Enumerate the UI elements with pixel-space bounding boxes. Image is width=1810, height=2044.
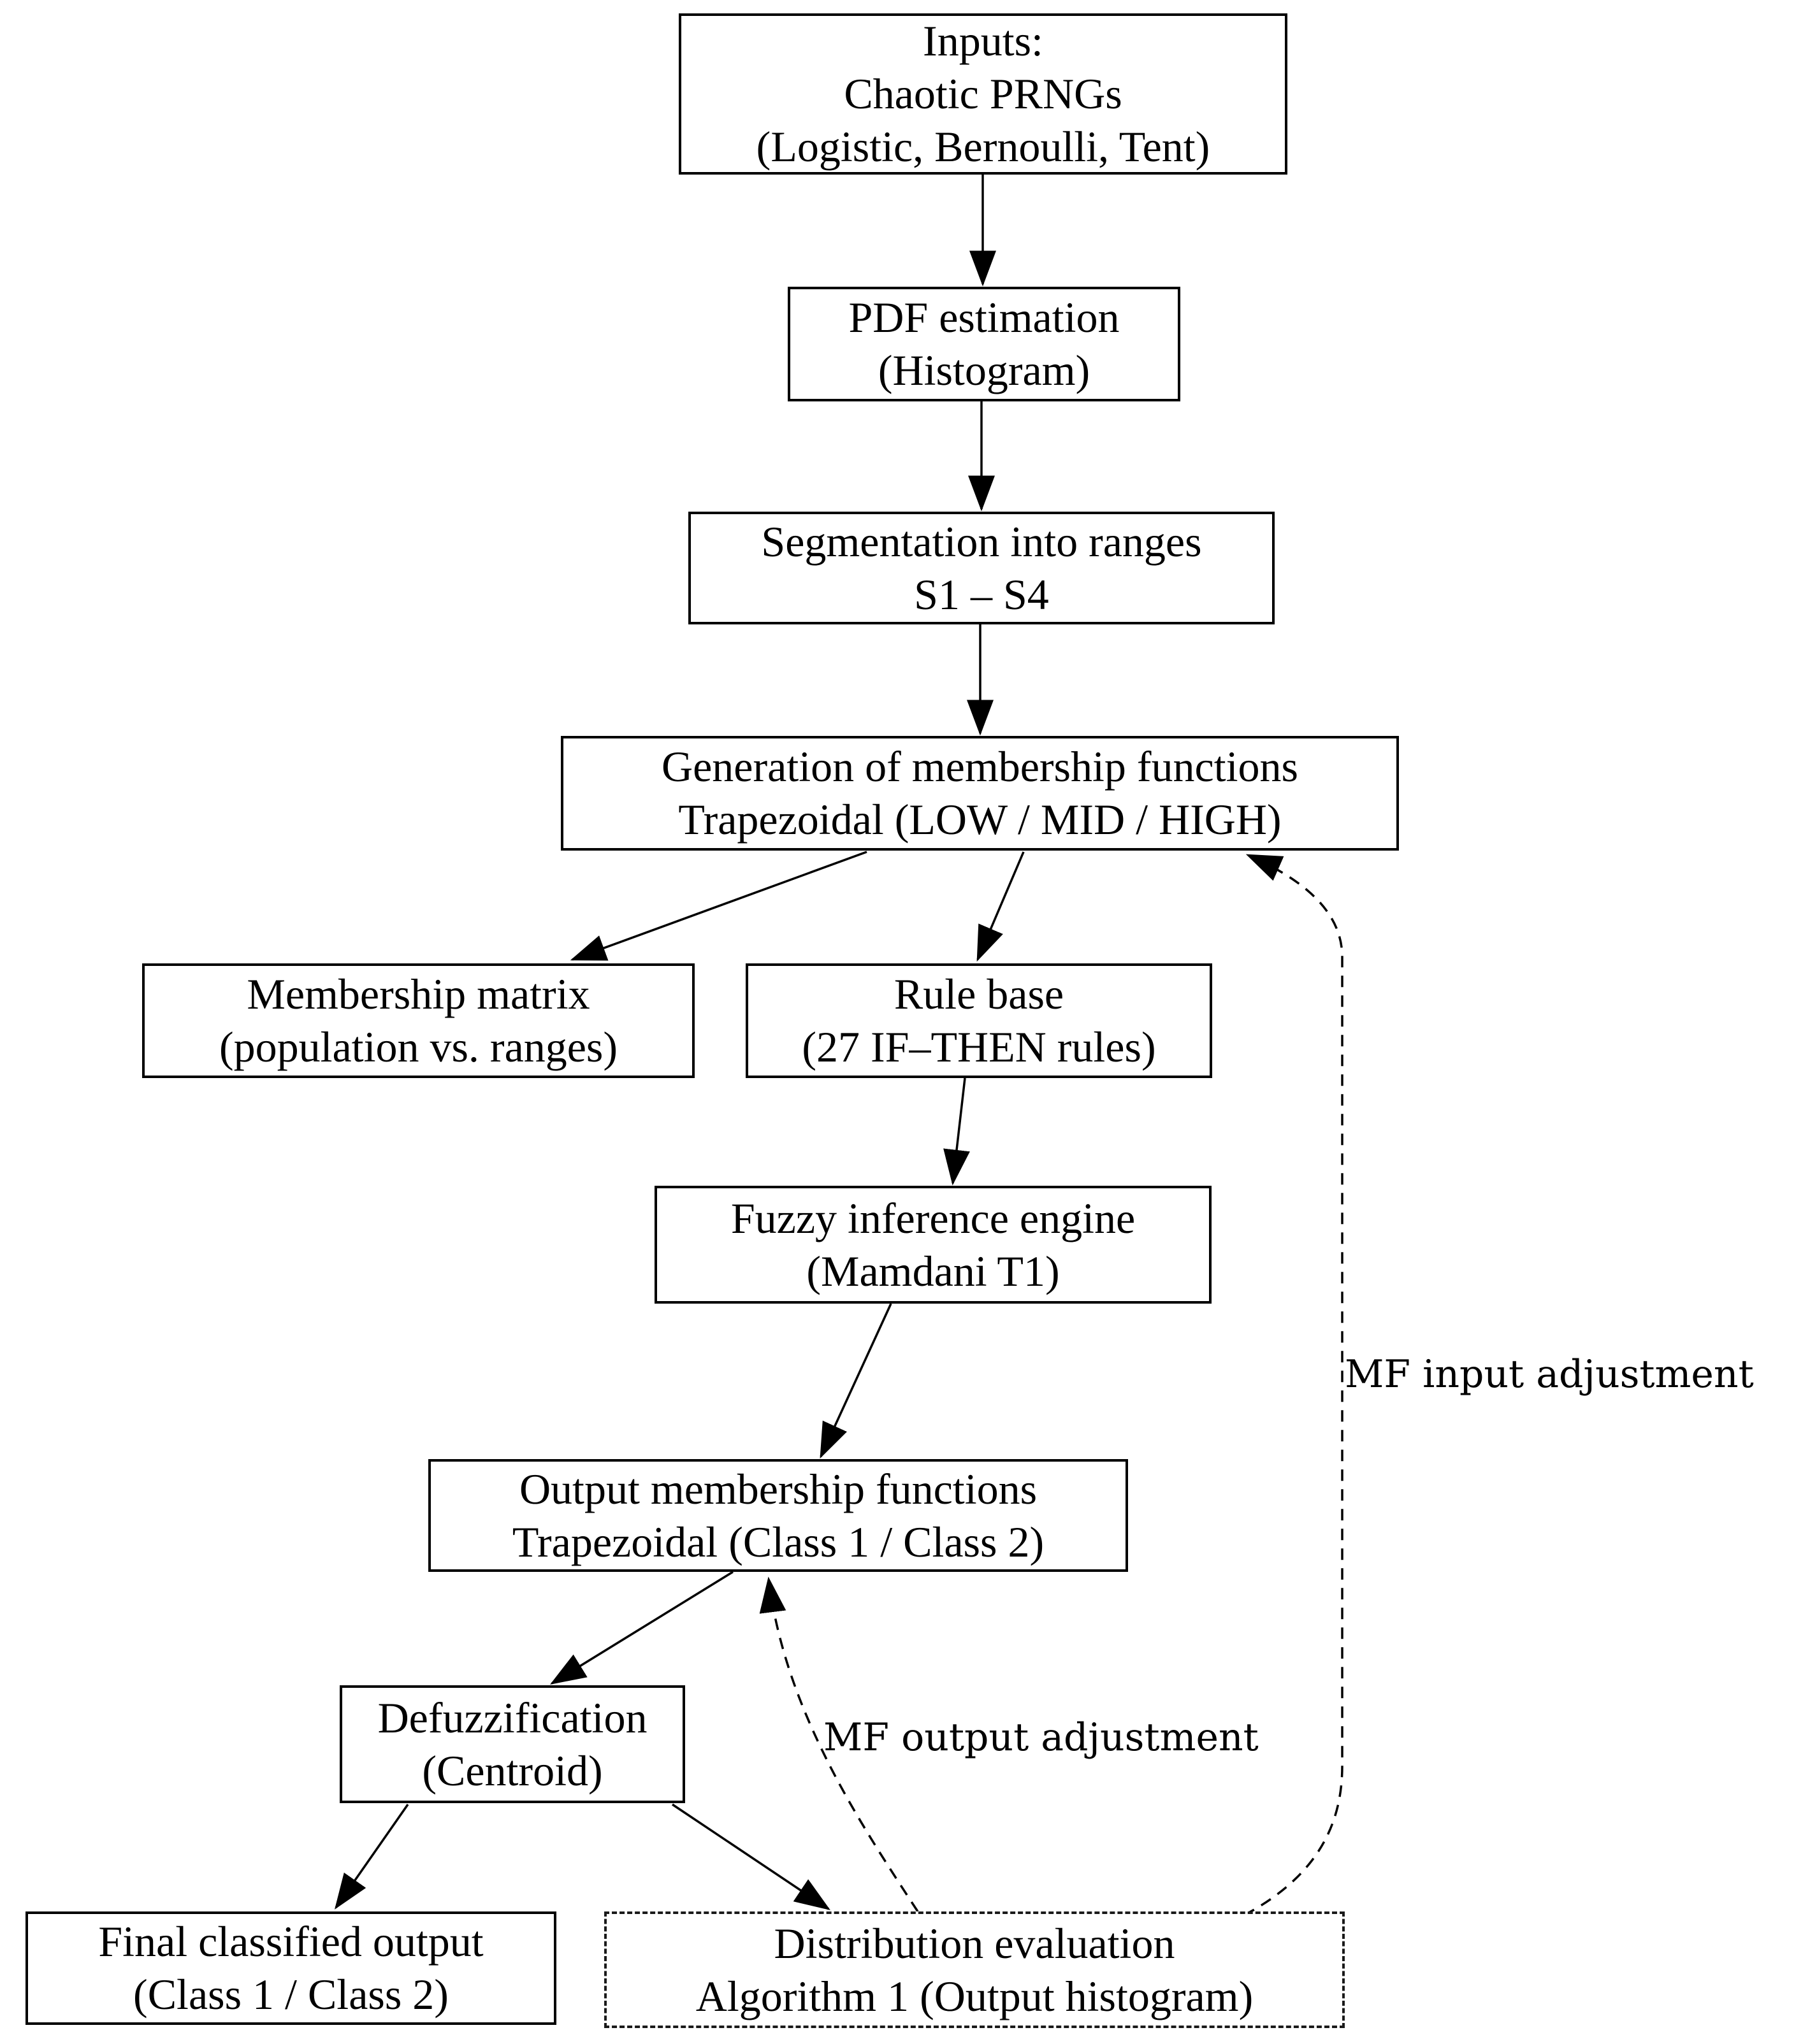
edge-label-mf-input-adjustment: MF input adjustment <box>1345 1352 1754 1397</box>
node-matrix-line1: Membership matrix <box>247 970 590 1019</box>
node-outputmf-line2: Trapezoidal (Class 1 / Class 2) <box>512 1517 1045 1566</box>
node-segmentation-line1: Segmentation into ranges <box>761 517 1202 566</box>
node-inputs-line3: (Logistic, Bernoulli, Tent) <box>756 122 1210 171</box>
node-generation-line1: Generation of membership functions <box>662 742 1298 791</box>
edge-generation-to-matrix <box>570 851 867 961</box>
edge-distribution-to-outputmf-dashed <box>759 1576 919 1912</box>
node-distribution-evaluation: Distribution evaluation Algorithm 1 (Out… <box>604 1911 1345 2028</box>
node-final-line2: (Class 1 / Class 2) <box>133 1970 449 2019</box>
node-pdf-line1: PDF estimation <box>848 293 1120 342</box>
edge-rulebase-to-fuzzy <box>943 1077 970 1186</box>
node-final-output: Final classified output (Class 1 / Class… <box>25 1911 556 2025</box>
node-inputs-line1: Inputs: <box>923 17 1043 66</box>
edge-label-mf-output-adjustment: MF output adjustment <box>823 1715 1259 1760</box>
node-fuzzy-line1: Fuzzy inference engine <box>730 1193 1136 1242</box>
edge-defuzz-to-final <box>334 1803 409 1910</box>
node-inputs-line2: Chaotic PRNGs <box>844 69 1122 119</box>
node-generation-line2: Trapezoidal (LOW / MID / HIGH) <box>678 795 1282 844</box>
node-rule-base: Rule base (27 IF–THEN rules) <box>746 963 1212 1078</box>
node-distribution-line1: Distribution evaluation <box>774 1918 1175 1968</box>
node-defuzzification: Defuzzification (Centroid) <box>340 1685 685 1803</box>
node-pdf-estimation: PDF estimation (Histogram) <box>788 287 1180 401</box>
node-generation-mf: Generation of membership functions Trape… <box>561 736 1399 851</box>
node-final-line1: Final classified output <box>98 1917 484 1966</box>
node-outputmf-line1: Output membership functions <box>519 1464 1038 1513</box>
edge-outputmf-to-defuzz <box>550 1571 734 1685</box>
node-rulebase-line1: Rule base <box>894 970 1064 1019</box>
node-pdf-line2: (Histogram) <box>878 346 1090 394</box>
node-defuzz-line2: (Centroid) <box>422 1746 603 1795</box>
edge-defuzz-to-distribution <box>672 1803 830 1910</box>
node-fuzzy-line2: (Mamdani T1) <box>806 1246 1060 1295</box>
node-defuzz-line1: Defuzzification <box>377 1693 648 1742</box>
node-distribution-line2: Algorithm 1 (Output histogram) <box>695 1971 1254 2020</box>
node-matrix-line2: (population vs. ranges) <box>219 1023 618 1071</box>
edge-generation-to-rulebase <box>976 851 1025 962</box>
edge-fuzzy-to-outputmf <box>820 1303 892 1459</box>
node-segmentation: Segmentation into ranges S1 – S4 <box>688 512 1275 624</box>
node-rulebase-line2: (27 IF–THEN rules) <box>802 1023 1156 1071</box>
edge-distribution-to-generation-dashed <box>1243 854 1343 1917</box>
node-inputs: Inputs: Chaotic PRNGs (Logistic, Bernoul… <box>679 13 1287 175</box>
node-membership-matrix: Membership matrix (population vs. ranges… <box>142 963 695 1078</box>
node-output-mf: Output membership functions Trapezoidal … <box>428 1459 1128 1572</box>
node-fuzzy-engine: Fuzzy inference engine (Mamdani T1) <box>655 1186 1212 1304</box>
node-segmentation-line2: S1 – S4 <box>914 570 1049 619</box>
